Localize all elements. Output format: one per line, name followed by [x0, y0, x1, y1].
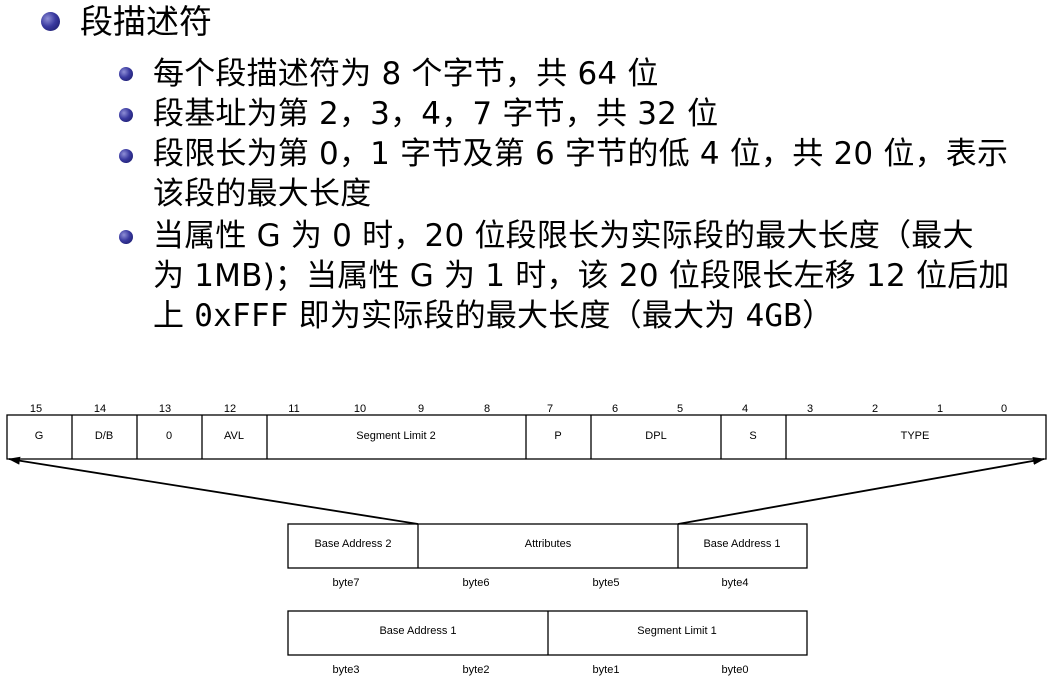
title-bullet-icon — [41, 12, 60, 31]
bit-number-11: 11 — [288, 403, 299, 415]
left-expansion-arrow — [8, 456, 419, 525]
field-base-address-1: Base Address 1 — [379, 625, 456, 637]
bit-number-3: 3 — [807, 403, 813, 415]
byte7-label: byte7 — [333, 577, 360, 589]
field-segment-limit-1: Segment Limit 1 — [637, 625, 716, 637]
field-g: G — [35, 430, 44, 442]
bullet-icon — [119, 67, 133, 81]
byte3-label: byte3 — [333, 664, 360, 676]
field-segment-limit-2: Segment Limit 2 — [356, 430, 435, 442]
right-expansion-arrow — [677, 456, 1045, 525]
byte4-label: byte4 — [722, 577, 749, 589]
bit-number-10: 10 — [354, 403, 366, 415]
bullet-1-line-1: 每个段描述符为 8 个字节，共 64 位 — [153, 56, 659, 92]
bullet-icon — [119, 230, 133, 244]
bullet-4-line-3-post: ） — [802, 298, 834, 334]
field-s: S — [749, 430, 756, 442]
code-0xfff: 0xFFF — [194, 298, 289, 334]
slide-title: 段描述符 — [80, 2, 212, 41]
bullet-4-line-2: 为 1MB)；当属性 G 为 1 时，该 20 位段限长左移 12 位后加 — [153, 258, 1010, 294]
bit-number-14: 14 — [94, 403, 106, 415]
field-type: TYPE — [901, 430, 930, 442]
byte5-label: byte5 — [593, 577, 620, 589]
bullet-4-line-3-pre: 上 — [153, 298, 195, 334]
bit-number-1: 1 — [937, 403, 943, 415]
bullet-4-line-3-mid: 即为实际段的最大长度（最大为 — [288, 298, 746, 334]
bit-number-6: 6 — [612, 403, 618, 415]
bit-number-5: 5 — [677, 403, 683, 415]
upper-dword-box — [287, 523, 808, 569]
bit-number-7: 7 — [547, 403, 553, 415]
byte1-label: byte1 — [593, 664, 620, 676]
bullet-4-line-1: 当属性 G 为 0 时，20 位段限长为实际段的最大长度（最大 — [153, 218, 974, 254]
bit-number-9: 9 — [418, 403, 424, 415]
bit-number-8: 8 — [484, 403, 490, 415]
bit-number-12: 12 — [224, 403, 236, 415]
bullet-icon — [119, 108, 133, 122]
bullet-3-line-2: 该段的最大长度 — [153, 176, 372, 212]
bullet-2-line-1: 段基址为第 2，3，4，7 字节，共 32 位 — [153, 96, 719, 132]
bit-number-4: 4 — [742, 403, 748, 415]
byte2-label: byte2 — [463, 664, 490, 676]
bit-number-15: 15 — [30, 403, 42, 415]
field-db: D/B — [95, 430, 113, 442]
code-4gb: 4GB — [745, 298, 803, 334]
field-zero: 0 — [166, 430, 172, 442]
field-base-address-1-upper: Base Address 1 — [703, 538, 780, 550]
bit-number-0: 0 — [1001, 403, 1007, 415]
byte6-label: byte6 — [463, 577, 490, 589]
bit-number-2: 2 — [872, 403, 878, 415]
bullet-4-line-3: 上 0xFFF 即为实际段的最大长度（最大为 4GB） — [153, 296, 833, 336]
bullet-3-line-1: 段限长为第 0，1 字节及第 6 字节的低 4 位，共 20 位，表示 — [153, 136, 1009, 172]
field-avl: AVL — [224, 430, 244, 442]
bullet-icon — [119, 149, 133, 163]
bit-number-13: 13 — [159, 403, 171, 415]
field-dpl: DPL — [645, 430, 666, 442]
field-p: P — [554, 430, 561, 442]
field-base-address-2: Base Address 2 — [314, 538, 391, 550]
byte0-label: byte0 — [722, 664, 749, 676]
field-attributes: Attributes — [525, 538, 572, 550]
